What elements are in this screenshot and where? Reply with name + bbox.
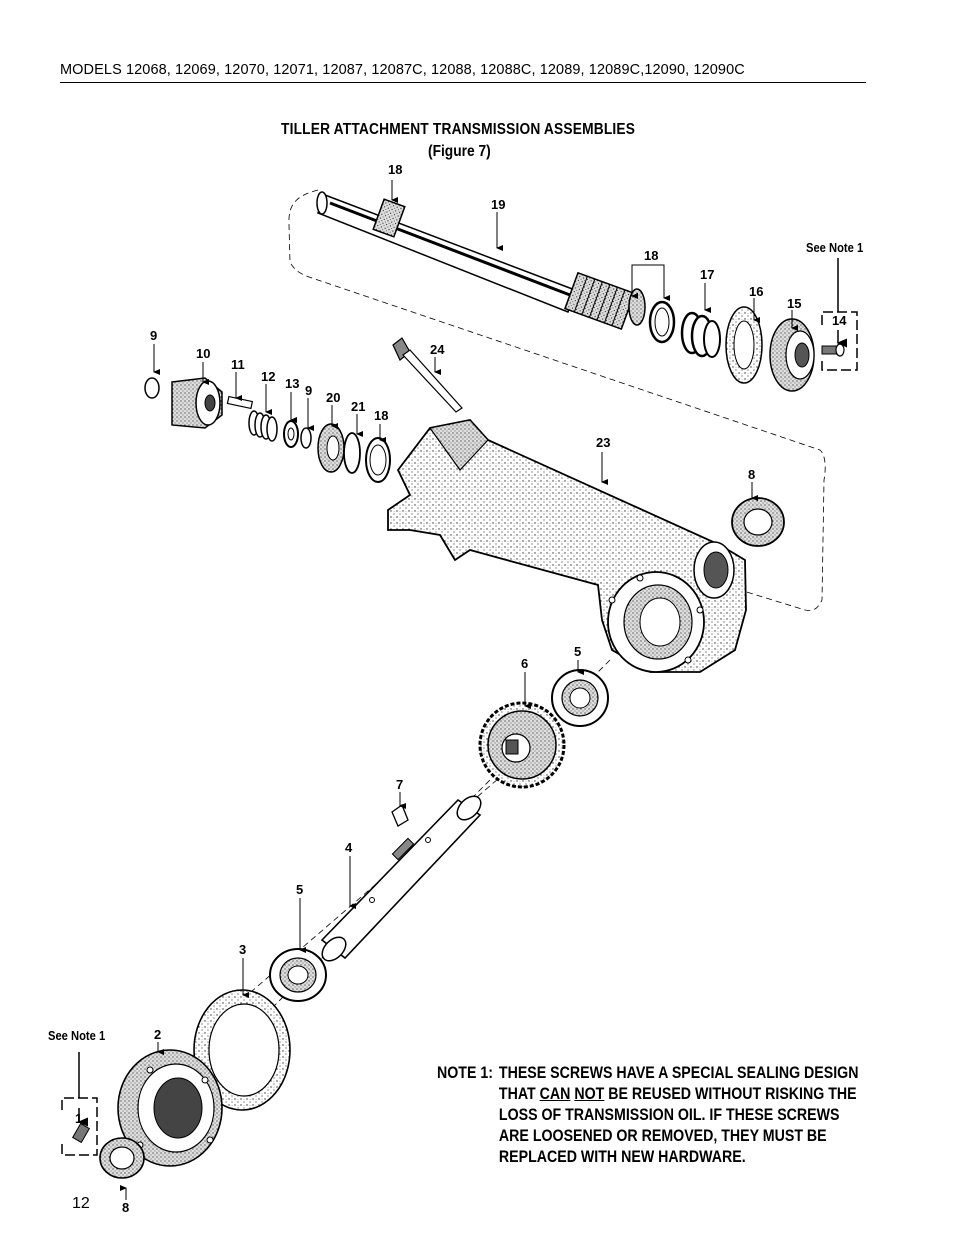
callout-8-b: 8 — [122, 1200, 129, 1215]
worm-shaft — [316, 191, 646, 331]
key-7 — [391, 803, 409, 827]
gasket-3 — [193, 989, 291, 1111]
callout-12: 12 — [261, 369, 275, 384]
callout-17: 17 — [700, 267, 714, 282]
bearing-20 — [317, 423, 345, 473]
spring-12 — [248, 410, 278, 442]
callout-24: 24 — [430, 342, 445, 357]
callout-3: 3 — [239, 942, 246, 957]
callout-15: 15 — [787, 296, 801, 311]
callout-8-a: 8 — [748, 467, 755, 482]
callout-9-a: 9 — [150, 328, 157, 343]
gear-6 — [478, 701, 566, 789]
upper-rings — [648, 300, 845, 392]
callout-5-b: 5 — [296, 882, 303, 897]
leader-lines — [120, 180, 798, 1200]
note-line-2: THAT CAN NOT BE REUSED WITHOUT RISKING T… — [437, 1084, 867, 1105]
note-text-1: THESE SCREWS HAVE A SPECIAL SEALING DESI… — [498, 1064, 859, 1082]
callout-4: 4 — [345, 840, 353, 855]
seal-8-lower — [99, 1137, 145, 1179]
left-parts — [144, 377, 391, 483]
pin-11 — [226, 395, 254, 410]
see-note-top: See Note 1 — [806, 240, 864, 255]
figure-title: TILLER ATTACHMENT TRANSMISSION ASSEMBLIE… — [281, 121, 636, 138]
note-line-4: ARE LOOSENED OR REMOVED, THEY MUST BE — [498, 1127, 827, 1145]
callout-21: 21 — [351, 399, 365, 414]
note-bracket-bottom — [61, 1052, 98, 1156]
note-text-2a: THAT — [498, 1085, 540, 1103]
callout-11: 11 — [231, 357, 245, 372]
callout-6: 6 — [521, 656, 528, 671]
page-number: 12 — [72, 1195, 90, 1212]
callout-14: 14 — [832, 313, 847, 328]
callout-numbers: 18 19 18 17 16 15 14 9 10 11 12 13 9 20 … — [75, 162, 847, 1215]
note-text-2b: BE REUSED WITHOUT RISKING THE — [604, 1085, 857, 1103]
callout-5-a: 5 — [574, 644, 581, 659]
callout-18-c: 18 — [374, 408, 388, 423]
note-1: NOTE 1: THESE SCREWS HAVE A SPECIAL SEALI… — [437, 1063, 867, 1168]
callout-19: 19 — [491, 197, 505, 212]
bearing-5-upper — [551, 669, 609, 727]
see-note-bottom: See Note 1 — [48, 1028, 106, 1043]
callout-7: 7 — [396, 777, 403, 792]
header-rule — [60, 82, 866, 83]
callout-18-a: 18 — [388, 162, 402, 177]
worm-gear — [564, 271, 636, 331]
note-text-2-can: CAN — [539, 1085, 571, 1103]
callout-20: 20 — [326, 390, 340, 405]
callout-10: 10 — [196, 346, 210, 361]
bearing-8-upper — [731, 497, 785, 547]
note-line-5: REPLACED WITH NEW HARDWARE. — [498, 1148, 746, 1166]
callout-16: 16 — [749, 284, 763, 299]
callout-18-b: 18 — [644, 248, 658, 263]
callout-23: 23 — [596, 435, 610, 450]
end-cap-15 — [769, 318, 815, 392]
bearing-cup-18b — [365, 437, 391, 483]
figure-subtitle: (Figure 7) — [428, 143, 491, 160]
callout-9-b: 9 — [305, 383, 312, 398]
screw-14 — [821, 343, 845, 357]
output-shaft-4 — [320, 795, 482, 962]
note-bracket-top — [821, 258, 858, 371]
callout-2: 2 — [154, 1027, 161, 1042]
transmission-housing-23 — [387, 419, 747, 673]
note-text-2-not: NOT — [574, 1085, 605, 1103]
note-line-1: NOTE 1: THESE SCREWS HAVE A SPECIAL SEALI… — [437, 1063, 867, 1084]
bearing-5-lower — [269, 948, 327, 1002]
models-header: MODELS 12068, 12069, 12070, 12071, 12087… — [60, 62, 745, 78]
note-prefix: NOTE 1: — [437, 1064, 493, 1082]
callout-13: 13 — [285, 376, 299, 391]
callout-1: 1 — [75, 1111, 82, 1126]
dipstick-24 — [392, 337, 463, 413]
note-line-3: LOSS OF TRANSMISSION OIL. IF THESE SCREW… — [498, 1106, 840, 1124]
coupling-10 — [171, 377, 223, 429]
